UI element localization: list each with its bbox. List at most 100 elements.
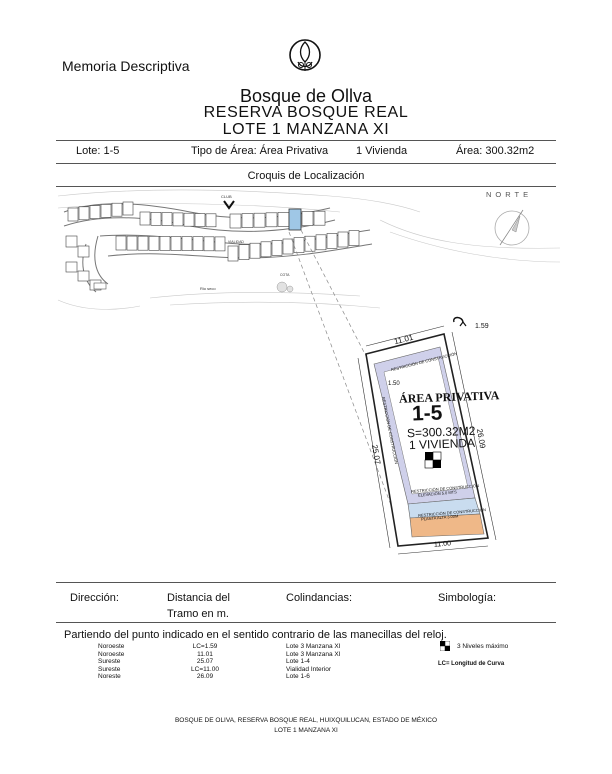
map-lot (192, 236, 204, 251)
dim-setback: 1.50 (388, 381, 400, 387)
distance-column: LC=1.59 11.01 25.07 LC=11.00 26.09 (180, 643, 230, 681)
map-lot (65, 261, 78, 273)
plan-units: 1 VIVIENDA (408, 435, 476, 453)
map-lot (348, 230, 360, 246)
table-row-direction: Noroeste (98, 650, 125, 658)
project-title: Bosque de Ollva (239, 86, 373, 106)
lot-title: LOTE 1 MANZANA XI (222, 121, 390, 138)
leader-lines (288, 229, 399, 525)
vivienda-label: 1 Vivienda (356, 145, 408, 157)
compass-label: NORTE (486, 190, 532, 199)
table-row-direction: Sureste (98, 665, 121, 673)
map-lot (293, 237, 305, 253)
divider (56, 140, 556, 141)
map-lot (337, 231, 349, 248)
direction-column: Noroeste Noroeste Sureste Sureste Norest… (98, 643, 124, 681)
map-lot (260, 241, 272, 258)
map-lot (65, 235, 78, 248)
table-row-distance: LC=11.00 (191, 665, 219, 673)
map-lot (148, 236, 160, 251)
table-row-distance: 26.09 (196, 673, 214, 681)
map-lot (77, 245, 90, 258)
footer-line1: BOSQUE DE OLIVA, RESERVA BOSQUE REAL, HU… (174, 717, 438, 724)
map-lot (150, 212, 162, 226)
map-lot (227, 245, 239, 262)
table-row-distance: 11.01 (197, 650, 213, 658)
map-lot (78, 206, 90, 221)
map-lot (67, 207, 79, 222)
map-lot (137, 235, 149, 251)
tipo-area-label: Tipo de Área: Área Privativa (191, 145, 329, 157)
symbology-levels: 3 Niveles máximo (457, 643, 509, 650)
map-lot (214, 236, 226, 252)
map-lot (77, 270, 90, 282)
table-row-direction: Noroeste (98, 643, 125, 650)
map-feature (93, 282, 107, 290)
map-label-cota: COTA (280, 273, 290, 277)
terrain-contours (57, 189, 561, 310)
table-row-distance: 25.07 (196, 658, 214, 666)
map-lot (89, 205, 101, 219)
arrow-down-icon (223, 200, 235, 210)
divider (56, 163, 556, 164)
map-feature (286, 285, 294, 293)
map-lot (301, 211, 314, 226)
map-lot (253, 212, 266, 228)
start-point-icon (453, 316, 464, 323)
dim-corner: 1.59 (475, 323, 489, 330)
map-lot (241, 213, 254, 228)
area-label: Área: 300.32m2 (456, 145, 535, 157)
plan-lot-number: 1-5 (411, 401, 443, 426)
distancia-header-line2: Tramo en m. (167, 608, 229, 620)
lot-plan (357, 325, 497, 555)
highlighted-lot (288, 208, 302, 231)
map-lot (111, 202, 123, 217)
map-lot (139, 211, 151, 226)
map-lot (172, 212, 184, 227)
olive-logo-icon (289, 39, 321, 71)
start-arrow-icon (459, 321, 467, 327)
map-lot (161, 212, 173, 226)
divider (56, 582, 556, 583)
project-subtitle: RESERVA BOSQUE REAL (203, 104, 409, 121)
map-lot (265, 212, 278, 228)
map-lot (271, 240, 283, 256)
footer-line2: LOTE 1 MANZANA XI (274, 727, 338, 734)
map-lot (181, 236, 193, 251)
map-lot (183, 212, 195, 227)
levels-symbol-icon (440, 641, 450, 651)
croquis-title: Croquis de Localización (247, 170, 365, 182)
map-lot (326, 233, 338, 249)
divider (56, 186, 556, 187)
distancia-header-line1: Distancia del (167, 592, 230, 604)
table-row-colindancia: Lote 1-6 (286, 673, 310, 681)
simbologia-header: Simbología: (438, 592, 497, 604)
map-lot (126, 235, 138, 251)
map-lot (159, 236, 171, 251)
map-lot (115, 235, 127, 251)
map-lot (170, 236, 182, 251)
table-row-direction: Noreste (98, 673, 121, 681)
map-lot (249, 242, 261, 259)
map-lot (100, 204, 112, 218)
map-lot (315, 234, 327, 251)
map-lot (282, 238, 294, 255)
direccion-header: Dirección: (70, 592, 119, 604)
map-lot (313, 210, 326, 226)
map-label-rio: Rio seco (200, 286, 216, 291)
dim-bottom: 11.00 (433, 540, 452, 549)
lote-label: Lote: 1-5 (76, 145, 120, 157)
table-row-colindancia: Vialidad Interior (286, 665, 332, 673)
map-lot (203, 236, 215, 252)
table-row-colindancia: Lote 1-4 (286, 658, 310, 666)
divider (56, 622, 556, 623)
map-lot (304, 235, 316, 252)
map-lot (229, 213, 242, 229)
table-row-colindancia: Lote 3 Manzana XI (286, 643, 341, 650)
map-lot (194, 213, 206, 227)
table-row-colindancia: Lote 3 Manzana XI (286, 650, 341, 658)
map-lots (65, 201, 360, 291)
memoria-label: Memoria Descriptiva (62, 58, 190, 74)
instruction-text: Partiendo del punto indicado en el senti… (64, 629, 447, 641)
colindancia-column: Lote 3 Manzana XI Lote 3 Manzana XI Lote… (286, 643, 341, 681)
